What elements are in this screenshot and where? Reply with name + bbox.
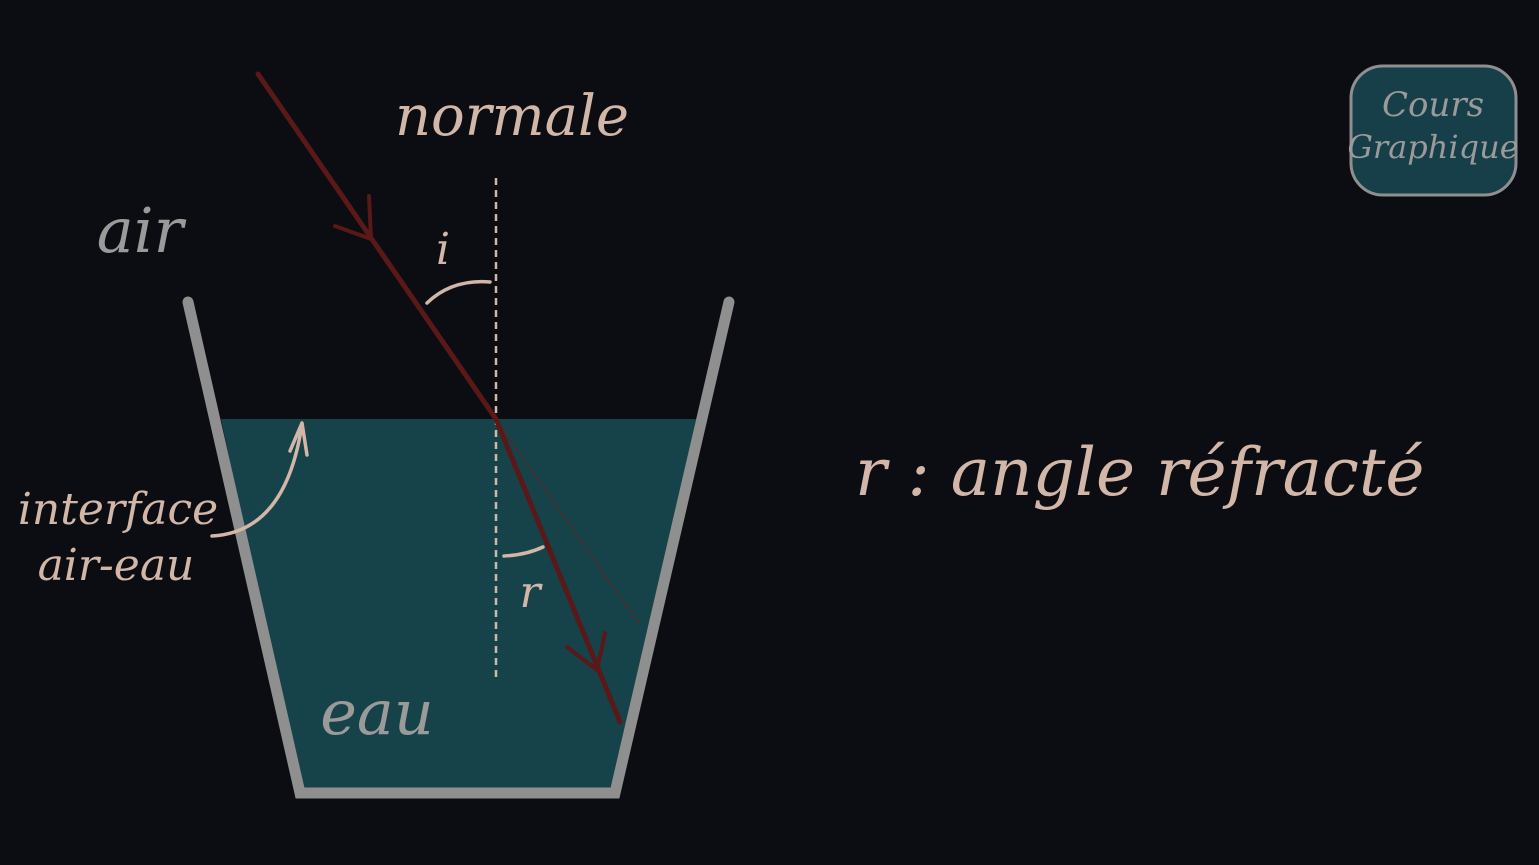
refracted-ray-arrowhead (565, 631, 607, 672)
water-body (221, 419, 696, 790)
incident-ray-arrowhead (333, 194, 373, 241)
glass-container (182, 296, 735, 799)
logo-line2: Graphique (1347, 128, 1518, 166)
interface-pointer-arrowhead (288, 421, 309, 457)
logo-line1: Cours (1382, 85, 1484, 125)
incident-ray (255, 71, 499, 422)
water-label: eau (320, 676, 434, 749)
refracted-ray (493, 416, 623, 725)
incidence-angle-arc (425, 279, 492, 305)
caption-text: r : angle réfracté (855, 434, 1424, 511)
refraction-angle-label: r (519, 567, 543, 618)
interface-label-line1: interface (18, 484, 218, 535)
normal-label: normale (395, 84, 629, 149)
interface-pointer-arrow (210, 422, 304, 538)
air-label: air (97, 194, 187, 267)
cours-graphique-logo: Cours Graphique (1347, 64, 1519, 197)
logo-badge (1349, 64, 1518, 197)
incidence-angle-label: i (436, 224, 450, 275)
interface-label-line2: air-eau (38, 540, 195, 591)
refraction-angle-arc (502, 545, 545, 558)
